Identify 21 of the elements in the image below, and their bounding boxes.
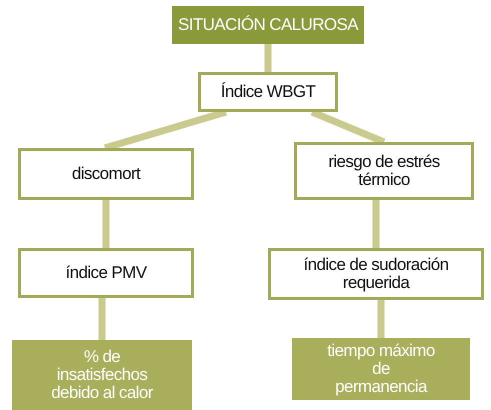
- process-box: [18, 248, 194, 298]
- box-text: discomort: [72, 165, 140, 183]
- box-text: SITUACIÓN CALUROSA: [178, 16, 358, 34]
- box-text: Índice WBGT: [220, 83, 316, 101]
- box-text: tiempo máximo de permanencia: [326, 342, 436, 396]
- process-box: [198, 72, 338, 112]
- process-box: [18, 148, 194, 200]
- connector-line: [264, 44, 272, 72]
- box-text: % de insatisfechos debido al calor: [50, 348, 154, 402]
- box-text: índice de sudoración requerida: [302, 256, 450, 292]
- connector-line: [372, 200, 380, 248]
- process-box: [294, 142, 474, 200]
- filled-box: [172, 6, 364, 44]
- box-text: riesgo de estrés térmico: [327, 153, 441, 189]
- process-box: [268, 248, 484, 300]
- filled-box: [12, 340, 192, 410]
- connector-line: [98, 298, 106, 340]
- connector-line: [378, 300, 384, 338]
- filled-box: [292, 338, 470, 400]
- box-text: índice PMV: [66, 264, 146, 282]
- connector-line: [102, 200, 110, 248]
